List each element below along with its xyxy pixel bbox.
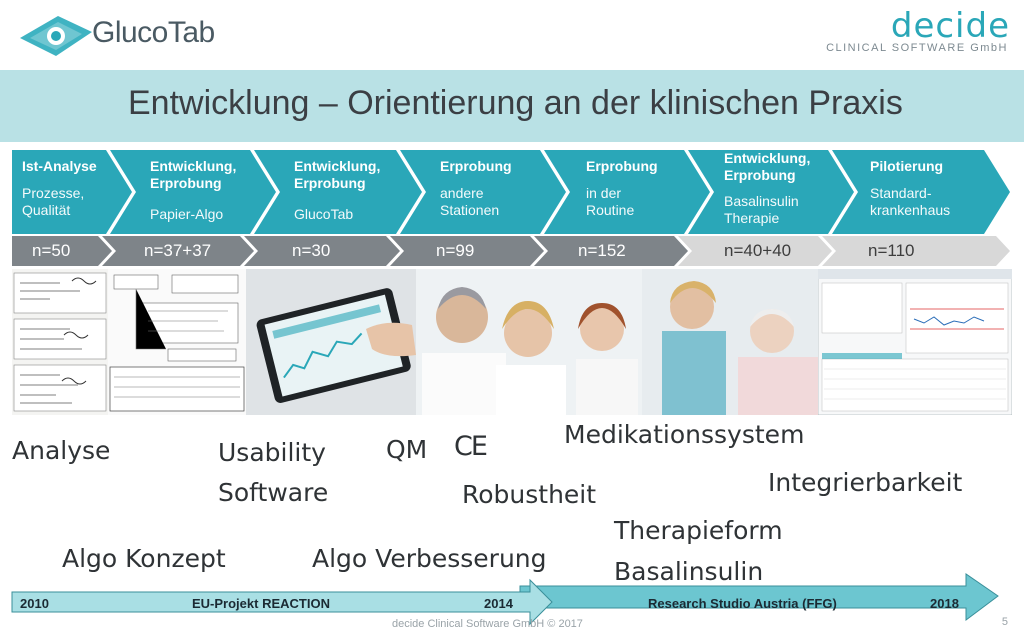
count-2: n=37+37 xyxy=(144,241,212,260)
step-1-subtitle: Prozesse, Qualität xyxy=(22,185,85,218)
step-2-title: Entwicklung, Erprobung xyxy=(150,158,237,191)
photo-algorithm-diagram xyxy=(108,269,246,415)
chevron-step-4 xyxy=(400,150,566,234)
glucotab-logo-icon xyxy=(20,16,92,56)
timeline-end-year: 2018 xyxy=(930,596,959,611)
timeline-arrow-2010-2014 xyxy=(11,578,553,626)
count-arrow-6 xyxy=(678,236,832,266)
step-5-subtitle: in der Routine xyxy=(586,185,635,218)
step-3-subtitle: GlucoTab xyxy=(294,206,354,222)
count-4: n=99 xyxy=(436,241,475,260)
count-arrow-4 xyxy=(390,236,544,266)
step-4-title: Erprobung xyxy=(440,158,512,174)
keyword-qm: QM xyxy=(386,435,428,464)
keyword-basalinsulin: Basalinsulin xyxy=(614,557,764,586)
footer-copyright: decide Clinical Software GmbH © 2017 xyxy=(392,618,583,630)
count-arrow-3 xyxy=(244,236,400,266)
keyword-therapieform: Therapieform xyxy=(614,516,783,545)
photo-software-screenshot xyxy=(818,269,1012,415)
keyword-software: Software xyxy=(218,478,329,507)
keyword-algo-konzept: Algo Konzept xyxy=(62,544,226,573)
photo-tablet-glucotab xyxy=(246,269,416,415)
chevron-step-2 xyxy=(110,150,276,234)
count-7: n=110 xyxy=(868,241,915,260)
chevron-step-3 xyxy=(254,150,422,234)
keyword-medikationssystem: Medikationssystem xyxy=(564,420,805,449)
timeline-start-year: 2010 xyxy=(20,596,49,611)
count-arrow-1 xyxy=(12,236,112,266)
timeline-project-1: EU-Projekt REACTION xyxy=(192,596,330,611)
chevron-step-1 xyxy=(12,150,132,234)
keyword-analyse: Analyse xyxy=(12,436,111,465)
decide-logo-subtitle: CLINICAL SOFTWARE GmbH xyxy=(826,42,1008,54)
glucotab-logo xyxy=(18,10,228,62)
chevron-step-7 xyxy=(832,150,1010,234)
count-6: n=40+40 xyxy=(724,241,792,260)
count-arrow-7 xyxy=(822,236,1010,266)
photo-handwritten-forms xyxy=(12,269,108,415)
keyword-integrierbarkeit: Integrierbarkeit xyxy=(768,468,963,497)
timeline-arrows xyxy=(11,573,999,626)
step-1-title: Ist-Analyse xyxy=(22,158,97,174)
photo-medical-staff xyxy=(416,269,642,415)
photo-patient-care xyxy=(642,269,818,415)
ce-mark-icon: CE xyxy=(454,431,488,462)
step-7-subtitle: Standard- krankenhaus xyxy=(870,185,951,218)
keyword-algo-verbesserung: Algo Verbesserung xyxy=(312,544,547,573)
timeline-mid-year: 2014 xyxy=(484,596,513,611)
count-5: n=152 xyxy=(578,241,626,260)
timeline-project-2: Research Studio Austria (FFG) xyxy=(648,596,837,611)
step-4-subtitle: andere Stationen xyxy=(440,185,500,218)
process-chevron-bar xyxy=(12,150,1010,234)
chevron-step-5 xyxy=(544,150,710,234)
page-number: 5 xyxy=(1001,616,1008,628)
count-arrow-5 xyxy=(534,236,688,266)
step-6-title: Entwicklung, Erprobung xyxy=(724,150,811,183)
keyword-robustheit: Robustheit xyxy=(462,480,597,509)
chevron-step-6 xyxy=(688,150,854,234)
step-2-subtitle: Papier-Algo xyxy=(150,206,224,222)
count-3: n=30 xyxy=(292,241,331,260)
glucotab-logo-text: GlucoTab xyxy=(92,16,215,49)
keyword-usability: Usability xyxy=(218,438,326,467)
decide-logo: decide xyxy=(890,6,1010,46)
step-7-title: Pilotierung xyxy=(870,158,944,174)
step-5-title: Erprobung xyxy=(586,158,658,174)
timeline-arrow-2014-2018 xyxy=(519,573,999,621)
page-title: Entwicklung – Orientierung an der klinis… xyxy=(128,84,903,122)
step-6-subtitle: Basalinsulin Therapie xyxy=(724,193,799,226)
step-3-title: Entwicklung, Erprobung xyxy=(294,158,381,191)
count-arrow-2 xyxy=(102,236,254,266)
count-arrow-bar xyxy=(12,236,1010,266)
title-bar xyxy=(0,70,1024,142)
count-1: n=50 xyxy=(32,241,71,260)
